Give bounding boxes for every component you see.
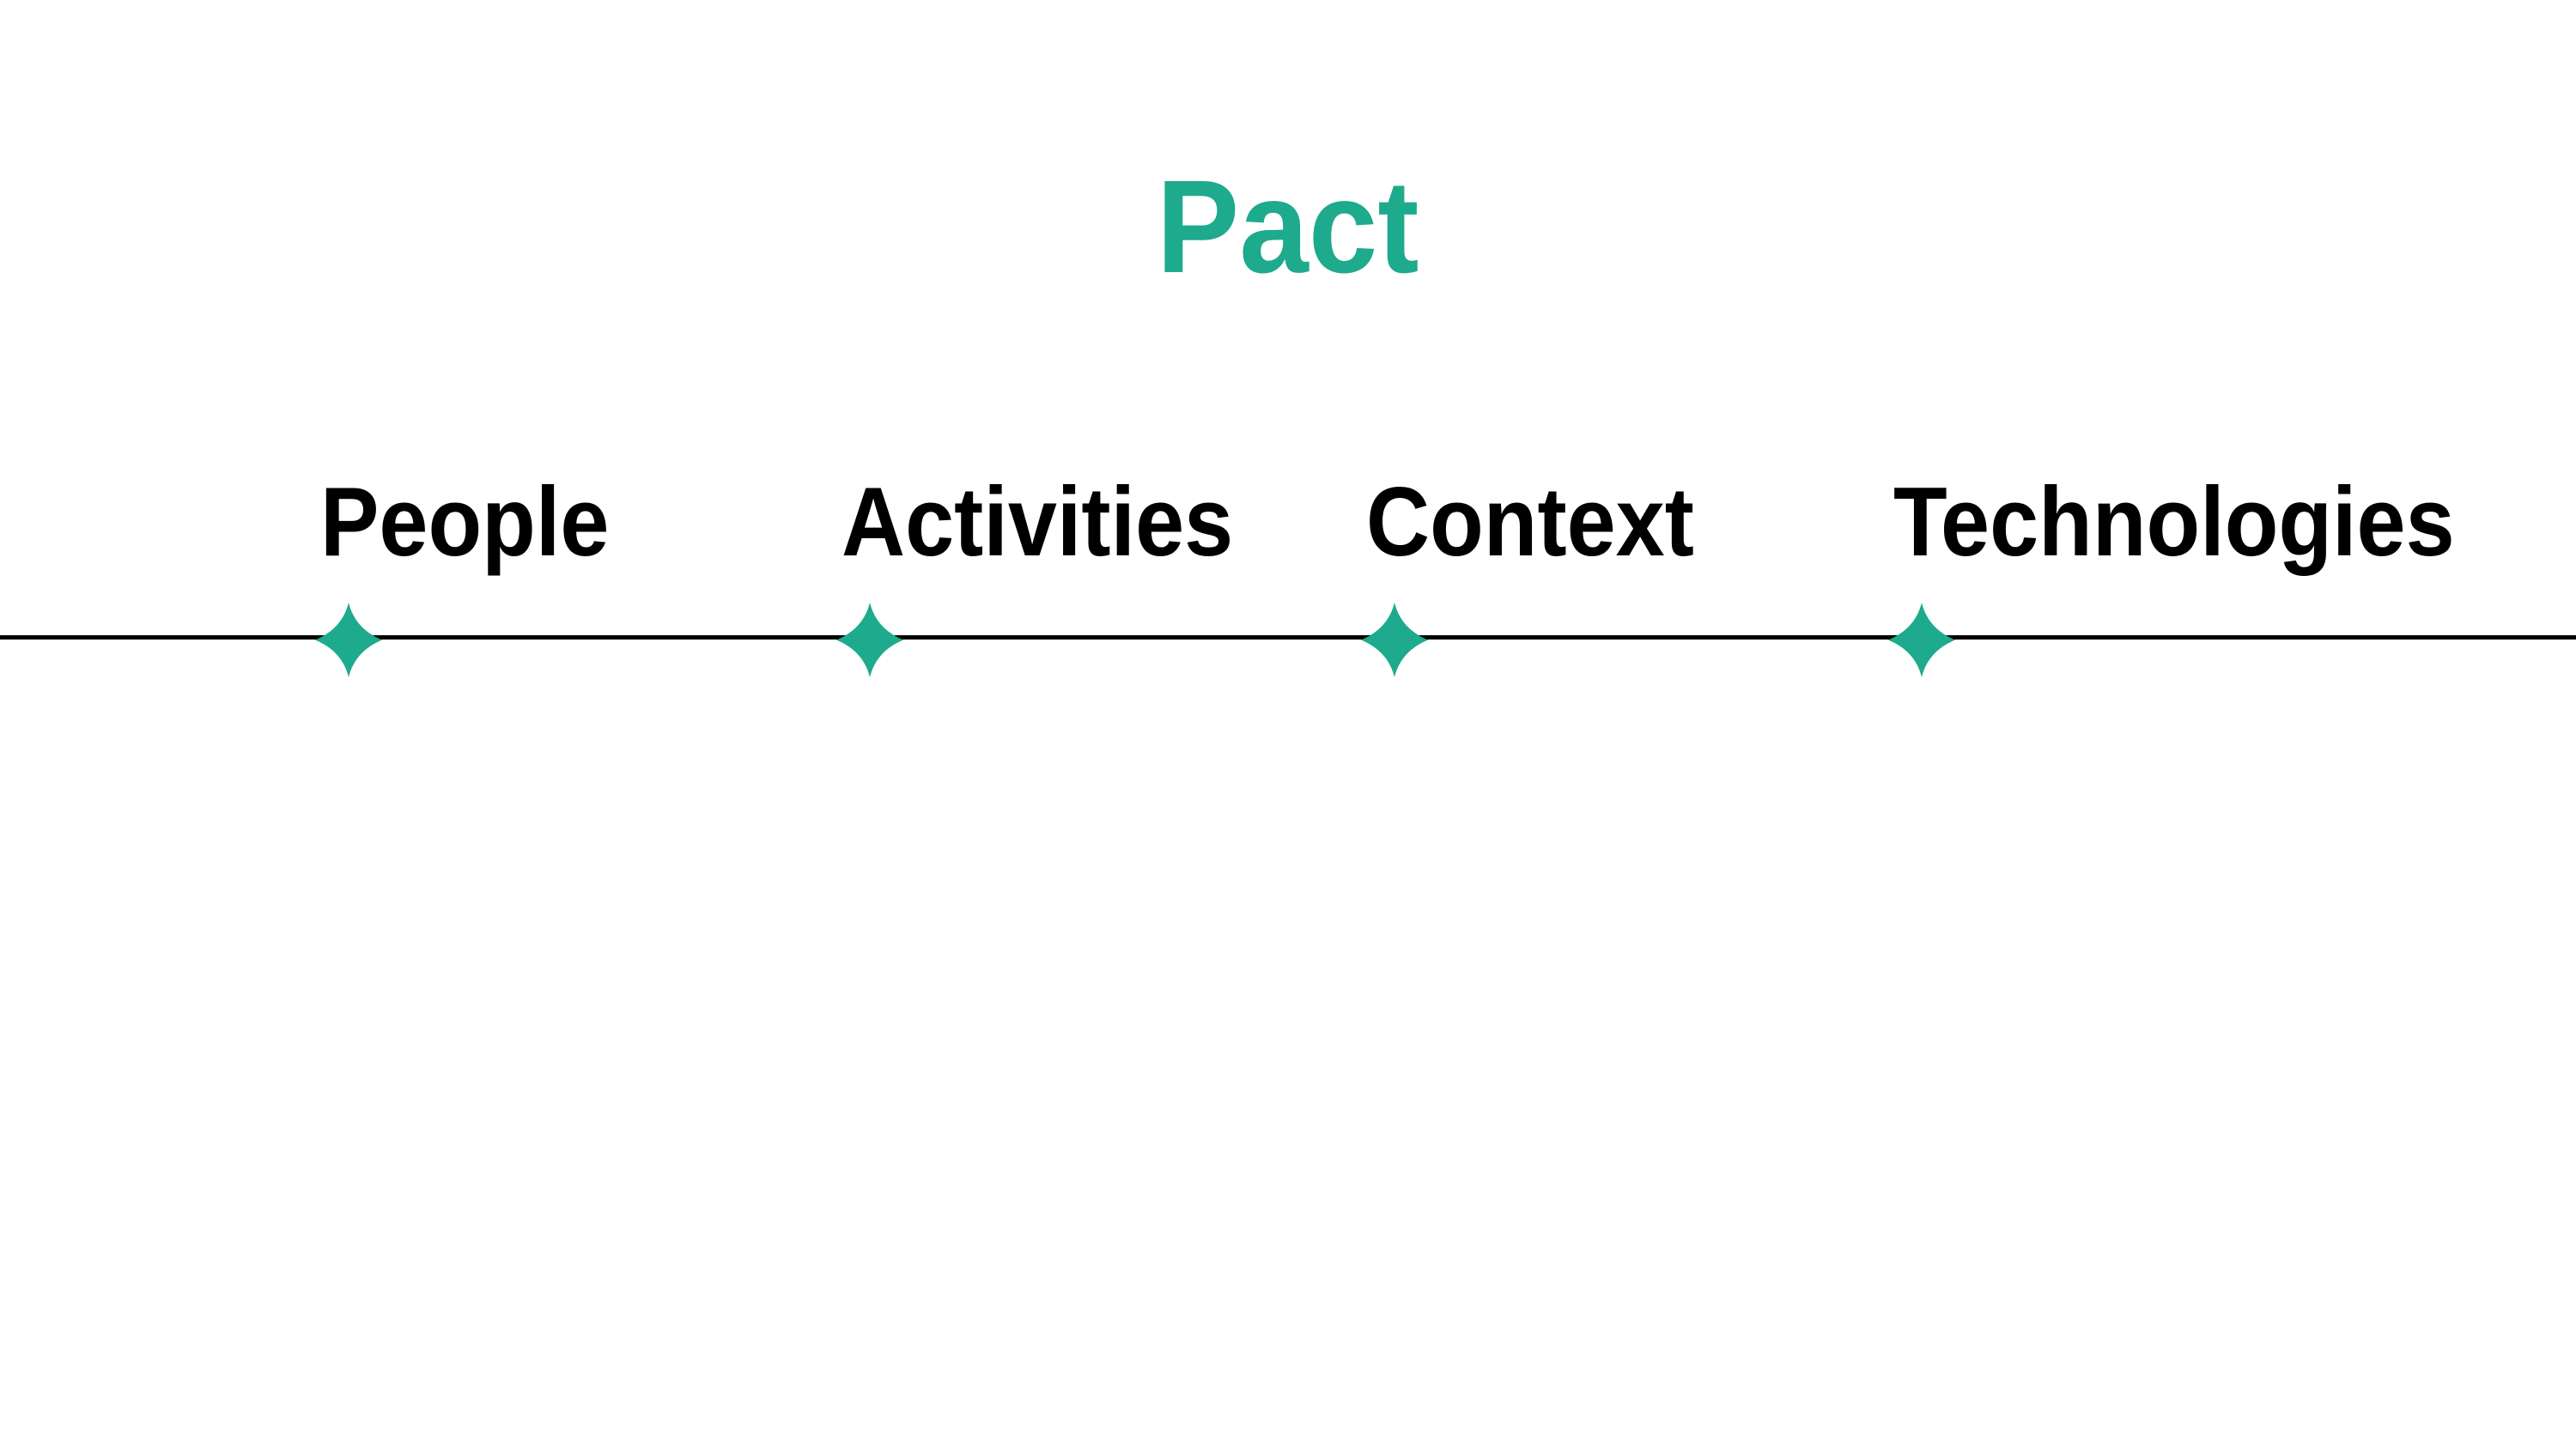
timeline-item-label: Context xyxy=(1366,468,1694,577)
timeline-item-label: People xyxy=(320,468,610,577)
timeline-item-label: Technologies xyxy=(1893,468,2455,577)
sparkle-marker-icon xyxy=(315,603,382,677)
sparkle-marker-icon xyxy=(1888,603,1955,677)
sparkle-marker-icon xyxy=(836,603,903,677)
sparkle-marker-icon xyxy=(1361,603,1428,677)
timeline-item-label: Activities xyxy=(841,468,1234,577)
timeline-axis xyxy=(0,635,2576,640)
diagram-title: Pact xyxy=(0,161,2576,293)
diagram-title-text: Pact xyxy=(1157,153,1419,300)
